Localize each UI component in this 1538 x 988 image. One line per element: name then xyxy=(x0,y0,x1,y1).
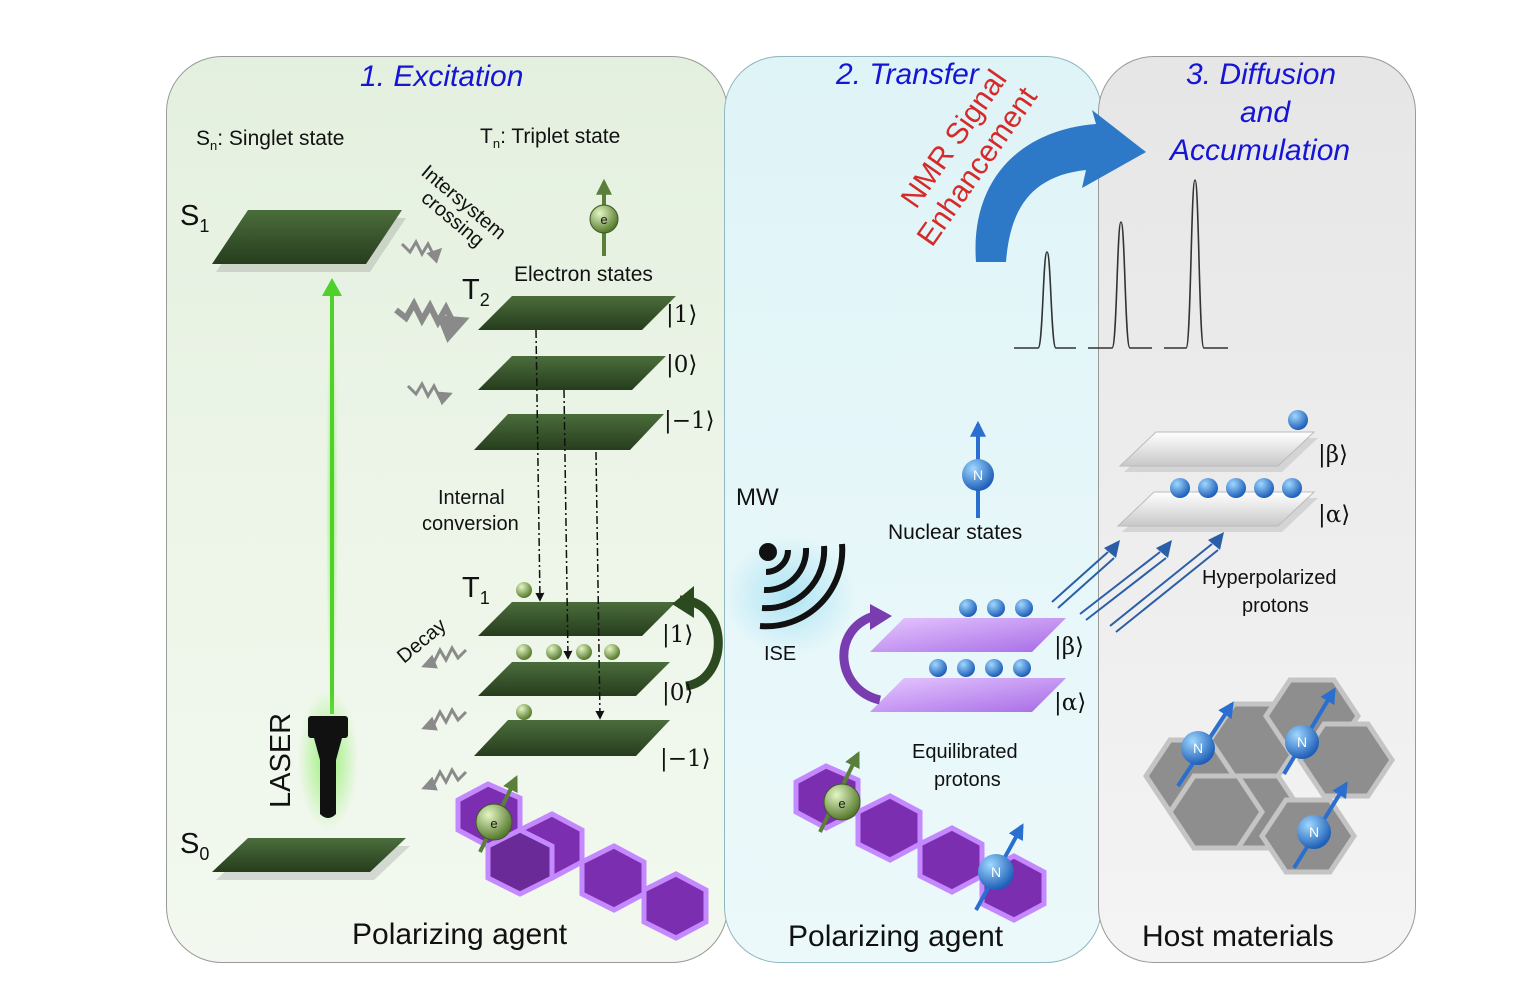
mw-curved-arrow xyxy=(679,595,723,691)
electron-symbol: e xyxy=(490,816,497,831)
transfer-arrowheads xyxy=(1104,532,1224,558)
transfer-ket-alpha: |α⟩ xyxy=(1054,690,1087,716)
host-ket-beta: |β⟩ xyxy=(1318,442,1349,468)
s1-label: S1 xyxy=(180,200,210,236)
host-beta-plane xyxy=(1118,410,1318,472)
t1-planes xyxy=(474,602,676,756)
decay-label: Decay xyxy=(393,615,451,668)
nucleus-symbol: N xyxy=(1309,824,1319,840)
t1-ket-0: |0⟩ xyxy=(662,680,694,706)
heading-diffusion-2: and xyxy=(1240,96,1291,129)
ise-label: ISE xyxy=(764,643,797,665)
triplet-legend: Tn: Triplet state xyxy=(480,125,621,152)
s0-label: S0 xyxy=(180,828,210,864)
equilibrated-label-1: Equilibrated xyxy=(912,741,1018,763)
t2-ket-1: |1⟩ xyxy=(666,302,698,328)
s0-plane xyxy=(212,838,410,880)
t1-label: T1 xyxy=(462,572,490,608)
isc-wavy-arrows xyxy=(394,238,470,406)
nucleus-symbol: N xyxy=(1193,740,1203,756)
host-nucleus-icons xyxy=(1176,687,1348,870)
host-alpha-plane xyxy=(1116,478,1318,532)
nmr-peaks xyxy=(1014,179,1228,349)
laser-beam xyxy=(322,278,342,724)
electron-spin-icon xyxy=(589,178,619,256)
transfer-arrows xyxy=(1051,543,1219,633)
hyperpolarized-label-2: protons xyxy=(1242,595,1309,617)
electron-on-molecule-icon xyxy=(475,775,518,853)
decay-wavy-arrows xyxy=(421,644,468,791)
laser-label: LASER xyxy=(265,713,297,808)
t1-ket-minus1: |−1⟩ xyxy=(660,746,711,772)
electron-states-label: Electron states xyxy=(514,263,653,286)
electron-symbol: e xyxy=(838,796,845,811)
footer-polarizing-agent-1: Polarizing agent xyxy=(352,918,568,951)
proton-alpha-plane xyxy=(870,659,1066,712)
singlet-legend: Sn: Singlet state xyxy=(196,127,345,154)
host-ket-alpha: |α⟩ xyxy=(1318,502,1351,528)
proton-beta-plane xyxy=(870,599,1066,652)
nucleus-spin-icon xyxy=(962,420,994,518)
flashlight-icon xyxy=(298,690,358,830)
t2-ket-0: |0⟩ xyxy=(666,352,698,378)
electron-on-molecule2-icon xyxy=(818,751,861,833)
equilibrated-label-2: protons xyxy=(934,769,1001,791)
t1-ket-1: |1⟩ xyxy=(662,622,694,648)
purple-curved-arrow xyxy=(839,611,882,705)
t1-population xyxy=(516,582,620,720)
internal-conversion-label-1: Internal xyxy=(438,487,505,509)
internal-conversion-arrows xyxy=(535,329,605,720)
electron-symbol: e xyxy=(600,212,607,227)
s1-plane xyxy=(212,210,406,272)
t2-ket-minus1: |−1⟩ xyxy=(664,408,715,434)
heading-diffusion-3: Accumulation xyxy=(1170,134,1351,167)
t2-label: T2 xyxy=(462,274,490,310)
hyperpolarized-label-1: Hyperpolarized xyxy=(1202,567,1337,589)
nucleus-symbol: N xyxy=(1297,734,1307,750)
nucleus-on-molecule2-icon xyxy=(974,823,1024,911)
nucleus-symbol: N xyxy=(973,467,983,483)
t2-planes xyxy=(474,296,676,450)
microwave-icon xyxy=(724,536,856,656)
nuclear-states-label: Nuclear states xyxy=(888,521,1023,544)
heading-diffusion-1: 3. Diffusion xyxy=(1186,58,1337,91)
transfer-ket-beta: |β⟩ xyxy=(1054,634,1085,660)
heading-transfer: 2. Transfer xyxy=(836,58,979,91)
nmr-enhancement-arrow xyxy=(975,110,1146,262)
footer-polarizing-agent-2: Polarizing agent xyxy=(788,920,1004,953)
footer-host-materials: Host materials xyxy=(1142,920,1334,953)
nucleus-symbol: N xyxy=(991,864,1001,880)
internal-conversion-label-2: conversion xyxy=(422,513,519,535)
excitation-panel xyxy=(166,56,728,963)
heading-excitation: 1. Excitation xyxy=(360,60,524,93)
mw-label: MW xyxy=(736,484,779,511)
